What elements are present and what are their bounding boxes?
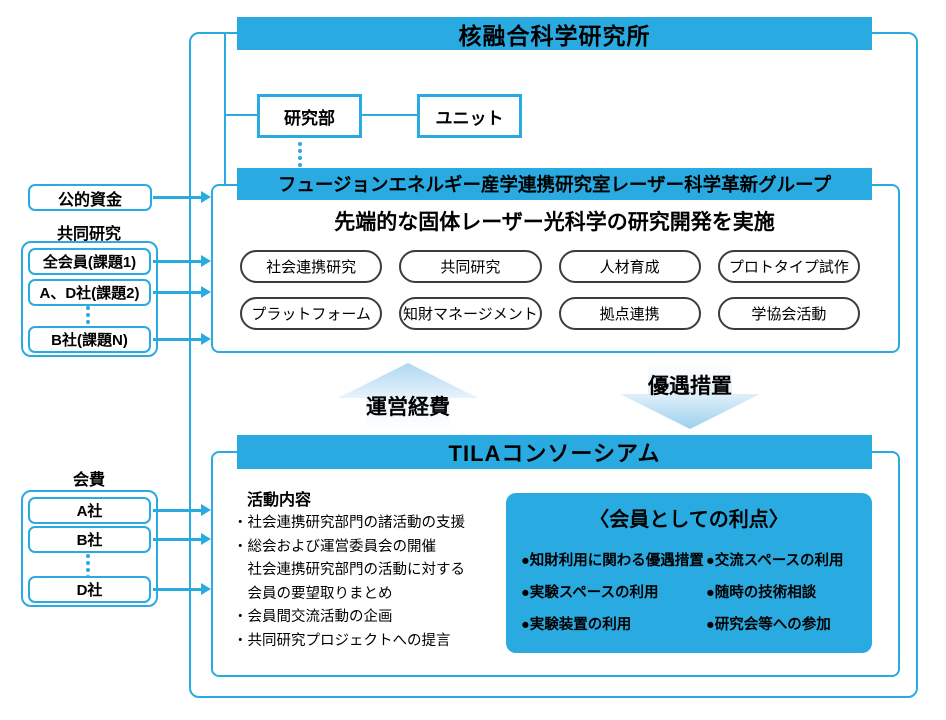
joint-item-ad-company: A、D社(課題2): [28, 279, 151, 306]
pill-hr-development: 人材育成: [558, 250, 701, 283]
fee-item-a-company: A社: [28, 497, 151, 524]
consortium-header-bar: TILAコンソーシアム: [237, 435, 872, 469]
joint-item-all-members: 全会員(課題1): [28, 248, 151, 275]
arrowhead-icon: [201, 533, 211, 545]
benefit-item: ●知財利用に関わる優遇措置: [521, 553, 704, 569]
lab-subtitle: 先端的な固体レーザー光科学の研究開発を実施: [334, 211, 775, 234]
pill-prototype: プロトタイプ試作: [717, 250, 860, 283]
benefit-item: ●実験装置の利用: [521, 617, 632, 633]
dept-lab-dotted-link: [298, 142, 302, 167]
fee-item-b-company: B社: [28, 526, 151, 553]
lab-pill-row-1: 社会連携研究 共同研究 人材育成 プロトタイプ試作: [240, 250, 860, 283]
dept-unit-connector-line: [362, 114, 417, 116]
fee-label: 会費: [72, 472, 105, 489]
benefits-title: 〈会員としての利点〉: [589, 509, 789, 531]
fee-arrow-3: [153, 583, 211, 595]
lab-header-bar: フュージョンエネルギー産学連携研究室レーザー科学革新グループ: [237, 168, 872, 200]
pill-society-activity: 学協会活動: [717, 297, 860, 330]
pill-ip-management: 知財マネージメント: [399, 297, 542, 330]
activity-item: 会員の要望取りまとめ: [233, 585, 393, 602]
activity-item: ・共同研究プロジェクトへの提言: [233, 632, 451, 649]
dept-connector-line: [226, 114, 257, 116]
arrowhead-icon: [201, 333, 211, 345]
benefit-item: ●実験スペースの利用: [521, 585, 659, 601]
pill-platform: プラットフォーム: [240, 297, 383, 330]
pill-social-research: 社会連携研究: [240, 250, 383, 283]
joint-arrow-2: [153, 286, 211, 298]
unit-box: ユニット: [417, 94, 522, 138]
institute-header-bar: 核融合科学研究所: [237, 17, 872, 50]
downward-flow-label: 優遇措置: [648, 375, 732, 398]
joint-arrow-1: [153, 255, 211, 267]
fee-item-d-company: D社: [28, 576, 151, 603]
public-fund-arrow: [153, 191, 211, 203]
joint-research-label: 共同研究: [56, 226, 121, 243]
arrowhead-icon: [201, 191, 211, 203]
fee-arrow-1: [153, 504, 211, 516]
joint-item-b-company: B社(課題N): [28, 326, 151, 353]
fee-arrow-2: [153, 533, 211, 545]
activity-item: 社会連携研究部門の活動に対する: [233, 562, 465, 578]
research-dept-box: 研究部: [257, 94, 362, 138]
benefits-column-right: ●交流スペースの利用 ●随時の技術相談 ●研究会等への参加: [706, 545, 844, 641]
pill-joint-research: 共同研究: [399, 250, 542, 283]
activity-item: ・会員間交流活動の企画: [233, 609, 393, 625]
member-benefits-panel: 〈会員としての利点〉 ●知財利用に関わる優遇措置 ●実験スペースの利用 ●実験装…: [506, 493, 872, 653]
arrowhead-icon: [201, 504, 211, 516]
activity-item: ・社会連携研究部門の諸活動の支援: [233, 515, 465, 531]
pill-site-collab: 拠点連携: [558, 297, 701, 330]
lab-pill-row-2: プラットフォーム 知財マネージメント 拠点連携 学協会活動: [240, 297, 860, 330]
joint-arrow-3: [153, 333, 211, 345]
hierarchy-vertical-line: [224, 34, 226, 184]
upward-flow-label: 運営経費: [366, 396, 450, 419]
benefit-item: ●交流スペースの利用: [706, 553, 844, 569]
arrowhead-icon: [201, 286, 211, 298]
benefit-item: ●随時の技術相談: [706, 585, 817, 601]
benefits-column-left: ●知財利用に関わる優遇措置 ●実験スペースの利用 ●実験装置の利用: [521, 545, 704, 641]
activity-item: ・総会および運営委員会の開催: [233, 538, 436, 555]
activities-list: ・社会連携研究部門の諸活動の支援 ・総会および運営委員会の開催 社会連携研究部門…: [233, 512, 505, 653]
benefit-item: ●研究会等への参加: [706, 617, 831, 633]
arrowhead-icon: [201, 583, 211, 595]
activities-heading: 活動内容: [247, 492, 312, 509]
arrowhead-icon: [201, 255, 211, 267]
public-fund-box: 公的資金: [28, 184, 152, 211]
